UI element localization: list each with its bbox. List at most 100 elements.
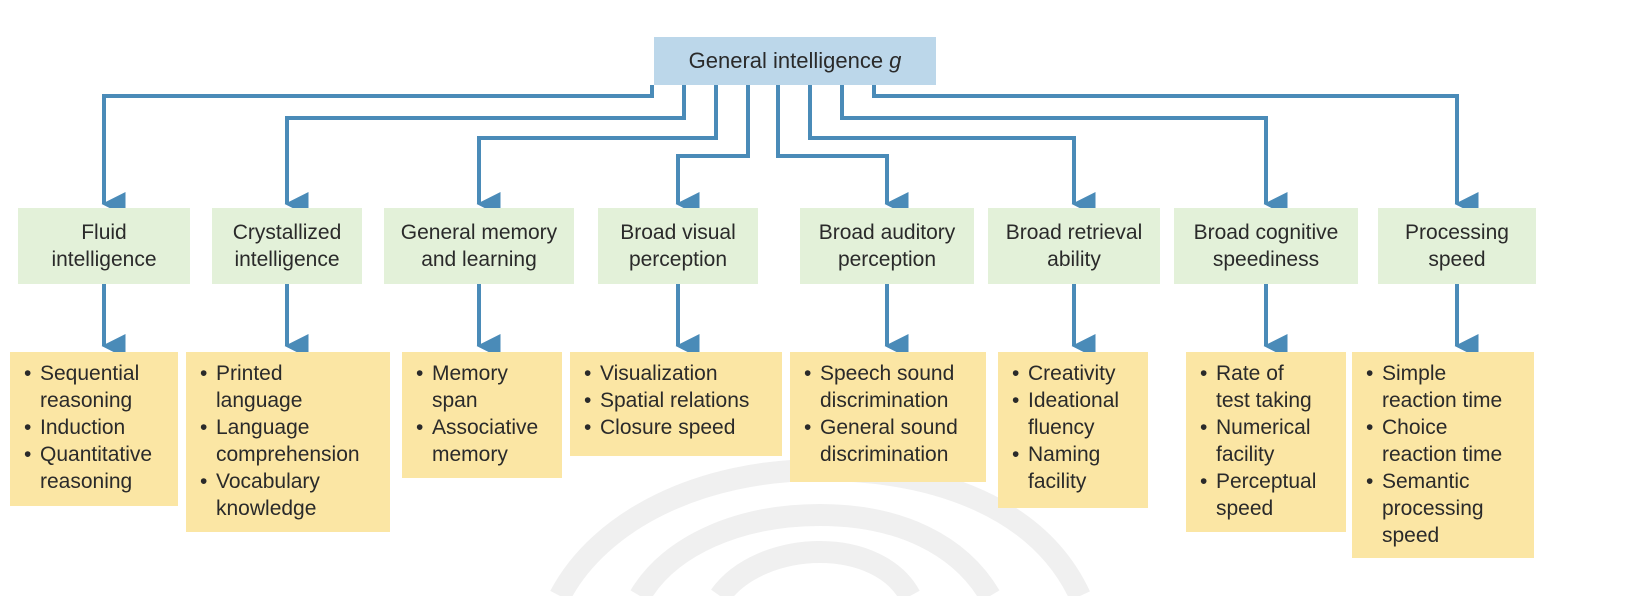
skill-text-line: reaction time [1382, 389, 1503, 412]
skill-text-line: facility [1028, 470, 1087, 493]
root-symbol: g [889, 48, 902, 73]
skill-item: Visualization [584, 360, 776, 387]
root-to-ability-arrow [284, 85, 686, 216]
skill-text-line: General sound [820, 416, 958, 439]
skills-list: Speech sounddiscriminationGeneral sound d… [804, 360, 980, 468]
skill-text-line: Language [216, 416, 310, 439]
root-to-ability-arrow [808, 85, 1096, 216]
skill-item: Semantic processing speed [1366, 468, 1528, 549]
ability-label-line: ability [1047, 248, 1101, 271]
skill-text-line: Visualization [600, 362, 718, 385]
ability-label-line: speediness [1212, 248, 1320, 271]
skill-text-line: processing [1382, 497, 1484, 520]
skill-text-line: Naming [1028, 443, 1101, 466]
skill-text-line: language [216, 389, 303, 412]
root-to-ability-arrow [476, 85, 718, 216]
root-label: General intelligence [688, 48, 884, 73]
ability-label-line: Broad visual [620, 221, 736, 244]
skill-text-line: Induction [40, 416, 126, 439]
skills-node: MemoryspanAssociative memory [402, 352, 562, 478]
skills-node: VisualizationSpatial relationsClosure sp… [570, 352, 782, 456]
skills-list: MemoryspanAssociative memory [416, 360, 556, 468]
skill-text-line: Quantitative [40, 443, 153, 466]
skill-item: Sequential reasoning [24, 360, 172, 414]
skill-text-line: comprehension [216, 443, 360, 466]
skill-text-line: discrimination [820, 389, 949, 412]
ability-node: Broad cognitive speediness [1174, 208, 1358, 284]
skill-text-line: Semantic [1382, 470, 1470, 493]
skill-text-line: reasoning [40, 470, 133, 493]
skill-item: Language comprehension [200, 414, 384, 468]
ability-node: Processing speed [1378, 208, 1536, 284]
skills-list: Printed languageLanguage comprehensionVoca… [200, 360, 384, 522]
skills-list: VisualizationSpatial relationsClosure sp… [584, 360, 776, 441]
skill-text-line: fluency [1028, 416, 1095, 439]
skill-text-line: discrimination [820, 443, 949, 466]
skills-list: Simple reaction timeChoicereaction timeSe… [1366, 360, 1528, 549]
root-node-general-intelligence: General intelligence g [654, 37, 936, 85]
root-to-ability-arrow [675, 85, 750, 216]
ability-label: General memory and learning [401, 219, 557, 273]
ability-label-line: Broad retrieval [1005, 221, 1143, 244]
skill-text-line: Associative [432, 416, 539, 439]
skill-text-line: Vocabulary [216, 470, 320, 493]
skill-item: Ideational fluency [1012, 387, 1142, 441]
ability-label-line: Fluid [81, 221, 127, 244]
skill-text-line: Printed [216, 362, 283, 385]
skill-text-line: speed [1216, 497, 1274, 520]
skills-node: SequentialreasoningInductionQuantitative… [10, 352, 178, 506]
ability-label-line: and learning [421, 248, 537, 271]
root-to-ability-arrow [840, 85, 1288, 216]
skill-text-line: Ideational [1028, 389, 1120, 412]
skills-node: Printed languageLanguage comprehensionVoca… [186, 352, 390, 532]
skills-node: CreativityIdeational fluencyNaming facilit… [998, 352, 1148, 508]
skill-item: General sound discrimination [804, 414, 980, 468]
ability-label-line: intelligence [234, 248, 340, 271]
skill-text-line: test taking [1216, 389, 1312, 412]
ability-label-line: intelligence [51, 248, 157, 271]
skills-list: SequentialreasoningInductionQuantitative… [24, 360, 172, 495]
skill-text-line: Rate of [1216, 362, 1284, 385]
ability-node: Crystallized intelligence [212, 208, 362, 284]
skill-text-line: memory [432, 443, 508, 466]
skill-text-line: Creativity [1028, 362, 1116, 385]
ability-label-line: Broad cognitive [1193, 221, 1339, 244]
watermark-stroke [630, 503, 1000, 596]
root-to-ability-arrow [872, 85, 1479, 216]
ability-label: Broad cognitive speediness [1194, 219, 1339, 273]
ability-node: Broad retrieval ability [988, 208, 1160, 284]
root-to-ability-arrow [776, 85, 909, 216]
ability-label-line: Processing [1405, 221, 1509, 244]
skill-item: Naming facility [1012, 441, 1142, 495]
skill-item: Induction [24, 414, 172, 441]
skill-item: Rate of test taking [1200, 360, 1340, 414]
connector-lines [101, 85, 1479, 358]
skill-text-line: Simple [1382, 362, 1447, 385]
ability-label: Fluid intelligence [51, 219, 156, 273]
ability-label-line: speed [1428, 248, 1486, 271]
ability-label-line: Crystallized [232, 221, 342, 244]
skill-text-line: speed [1382, 524, 1440, 547]
ability-label: Crystallized intelligence [233, 219, 342, 273]
ability-label-line: General memory [400, 221, 558, 244]
skill-text-line: reaction time [1382, 443, 1503, 466]
skill-text-line: reasoning [40, 389, 133, 412]
skill-item: Associative memory [416, 414, 556, 468]
skill-text-line: Numerical [1216, 416, 1311, 439]
skill-text-line: Sequential [40, 362, 140, 385]
skills-list: CreativityIdeational fluencyNaming facilit… [1012, 360, 1142, 495]
skill-item: Closure speed [584, 414, 776, 441]
skill-item: Spatial relations [584, 387, 776, 414]
skill-item: Quantitative reasoning [24, 441, 172, 495]
ability-node: General memory and learning [384, 208, 574, 284]
